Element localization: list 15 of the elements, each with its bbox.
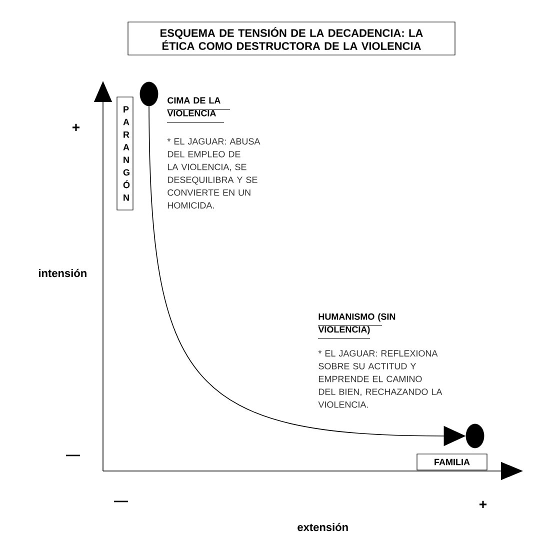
axis-sign: — <box>114 500 128 502</box>
note-text: * EL JAGUAR: ABUSA DEL EMPLEO DE LA VIOLENCIA, SE DESEQUILIBRA Y SE CONVIERTE EN UN HOMICIDA. <box>167 138 260 209</box>
axis-sign: — <box>66 454 80 456</box>
heading: HUMANISMO (SIN VIOLENCIA) <box>318 313 396 339</box>
label-box: PARANGÓN <box>116 96 134 210</box>
axis-sign: + <box>480 500 487 508</box>
axis-label: intensión <box>38 268 86 278</box>
dot <box>140 82 158 106</box>
title-box: ESQUEMA DE TENSIÓN DE LA DECADENCIA: LA ÉTICA COMO DESTRUCTORA DE LA VIOLENCIA <box>128 22 456 56</box>
note-text: * EL JAGUAR: REFLEXIONA SOBRE SU ACTITUD Y EMPRENDE EL CAMINO DEL BIEN, RECHAZANDO LA VIOLENCIA. <box>318 350 442 408</box>
axis-label: extensión <box>298 522 348 532</box>
label-box: FAMILIA <box>416 454 488 470</box>
dot <box>466 424 484 448</box>
axis-sign: + <box>72 124 80 131</box>
heading: CIMA DE LA VIOLENCIA <box>166 97 230 123</box>
